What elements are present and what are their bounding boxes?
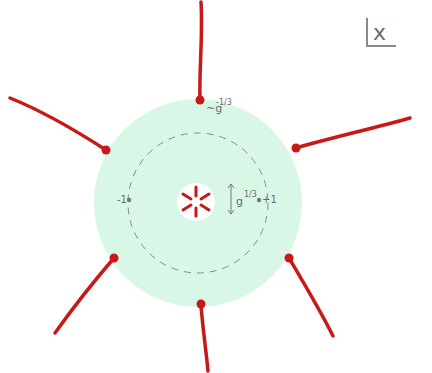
inner-hole (177, 183, 215, 221)
green-disk (94, 99, 302, 307)
plane-variable: x (373, 22, 386, 44)
branch-points (102, 96, 301, 309)
central-cuts (183, 187, 209, 216)
scale-exponent: -1/3 (216, 99, 232, 107)
length-label: g (236, 196, 243, 207)
plane-marker (367, 18, 396, 46)
length-arrow (228, 184, 234, 214)
dashed-circle (128, 133, 268, 273)
length-exponent: 1/3 (244, 191, 257, 199)
point-label: -1 (117, 195, 127, 205)
branch-cuts (10, 2, 410, 371)
point-label: +1 (262, 195, 277, 205)
